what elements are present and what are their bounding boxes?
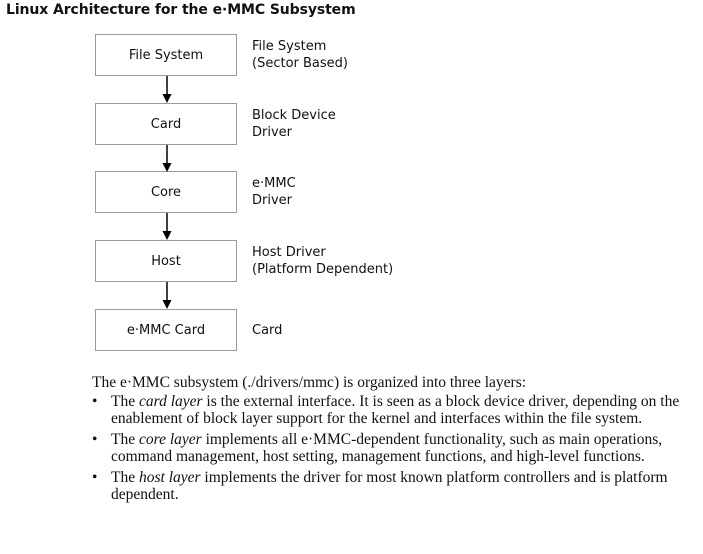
list-item: • The core layer implements all e·MMC-de… [92, 431, 700, 465]
down-arrow-icon [162, 282, 172, 309]
down-arrow-icon [162, 213, 172, 240]
diagram-title: Linux Architecture for the e·MMC Subsyst… [6, 2, 356, 18]
bullet-icon: • [92, 393, 98, 410]
bullet-text: is the external interface. It is seen as… [111, 393, 680, 427]
label-line: Driver [252, 125, 293, 140]
label-line: (Platform Dependent) [252, 262, 394, 277]
box-card: Card [95, 103, 237, 145]
list-item: • The card layer is the external interfa… [92, 393, 700, 427]
bullet-icon: • [92, 469, 98, 486]
box-host: Host [95, 240, 237, 282]
down-arrow-icon [162, 76, 172, 103]
description: The e·MMC subsystem (./drivers/mmc) is o… [92, 374, 700, 507]
label-line: Host Driver [252, 245, 326, 260]
label-host-driver: Host Driver (Platform Dependent) [252, 244, 393, 278]
bullet-term: card layer [138, 393, 203, 410]
label-line: (Sector Based) [252, 56, 348, 71]
bullet-prefix: The [111, 431, 139, 448]
bullet-prefix: The [111, 469, 139, 486]
box-file-system: File System [95, 34, 237, 76]
intro-paragraph: The e·MMC subsystem (./drivers/mmc) is o… [92, 374, 527, 391]
bullet-text: implements the driver for most known pla… [111, 469, 668, 503]
label-block-device-driver: Block Device Driver [252, 107, 336, 141]
label-line: Driver [252, 193, 293, 208]
label-emmc-driver: e·MMC Driver [252, 175, 296, 209]
label-line: Card [252, 323, 283, 338]
label-line: e·MMC [252, 176, 296, 191]
bullet-icon: • [92, 431, 98, 448]
box-core: Core [95, 171, 237, 213]
bullet-text: implements all e·MMC-dependent functiona… [111, 431, 663, 465]
label-line: File System [252, 39, 327, 54]
label-line: Block Device [252, 108, 336, 123]
list-item: • The host layer implements the driver f… [92, 469, 700, 503]
label-card: Card [252, 322, 282, 339]
bullet-term: core layer [138, 431, 202, 448]
bullet-term: host layer [138, 469, 201, 486]
layer-list: • The card layer is the external interfa… [92, 393, 700, 503]
bullet-prefix: The [111, 393, 139, 410]
label-file-system: File System (Sector Based) [252, 38, 348, 72]
down-arrow-icon [162, 145, 172, 172]
box-emmc-card: e·MMC Card [95, 309, 237, 351]
